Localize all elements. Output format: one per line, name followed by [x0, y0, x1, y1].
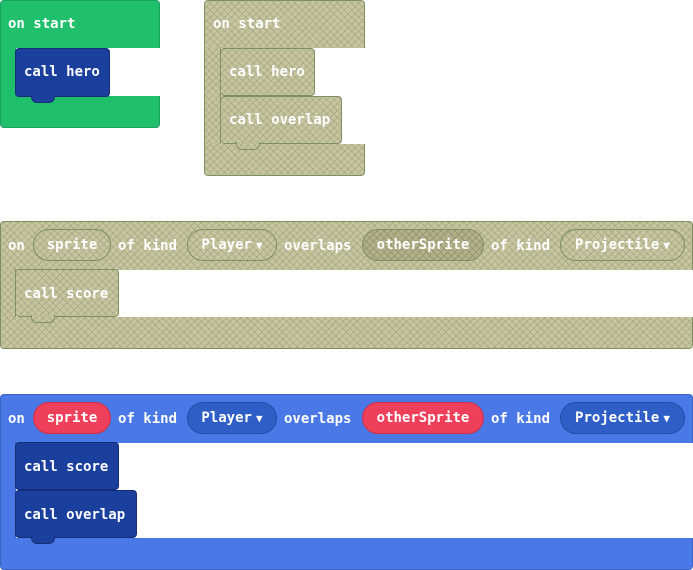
- other-sprite-label: otherSprite: [376, 237, 470, 253]
- overlap-footer: [0, 317, 693, 349]
- other-sprite-variable[interactable]: otherSprite: [362, 229, 484, 261]
- on-start-label: on start: [8, 16, 76, 32]
- call-hero-block[interactable]: [220, 48, 315, 96]
- sprite-variable-label: sprite: [46, 237, 98, 253]
- overlap-footer: [0, 538, 693, 570]
- call-hero-block[interactable]: [15, 48, 110, 97]
- of-kind-label: of kind: [491, 411, 551, 427]
- call-score-label: call score: [24, 459, 109, 475]
- caret-down-icon: ▼: [255, 239, 263, 252]
- overlaps-label: overlaps: [284, 411, 352, 427]
- kind-dropdown-player[interactable]: Player▼: [187, 229, 277, 261]
- kind-dropdown-label: Projectile: [575, 410, 660, 426]
- other-sprite-variable[interactable]: otherSprite: [362, 402, 484, 434]
- overlaps-label: overlaps: [284, 238, 352, 254]
- on-start-header[interactable]: [204, 0, 365, 48]
- overlap-side: [0, 442, 16, 540]
- of-kind-label: of kind: [491, 238, 551, 254]
- sprite-variable-label: sprite: [46, 410, 98, 426]
- on-start-footer: [0, 96, 160, 128]
- call-overlap-block[interactable]: [220, 96, 342, 144]
- call-score-block[interactable]: [15, 442, 119, 490]
- call-hero-label: call hero: [229, 64, 305, 80]
- on-start-side: [0, 47, 16, 99]
- on-start-label: on start: [213, 16, 281, 32]
- of-kind-label: of kind: [118, 411, 178, 427]
- caret-down-icon: ▼: [255, 412, 263, 425]
- kind-dropdown-projectile[interactable]: Projectile▼: [560, 402, 685, 434]
- on-label: on: [8, 411, 25, 427]
- call-overlap-label: call overlap: [229, 112, 331, 128]
- call-overlap-label: call overlap: [24, 507, 126, 523]
- caret-down-icon: ▼: [663, 239, 670, 252]
- call-score-label: call score: [24, 286, 109, 302]
- call-overlap-block[interactable]: [15, 490, 137, 538]
- sprite-variable[interactable]: sprite: [33, 229, 111, 261]
- on-start-footer: [204, 144, 365, 176]
- caret-down-icon: ▼: [663, 412, 670, 425]
- on-label: on: [8, 238, 25, 254]
- call-hero-notch: [31, 95, 55, 103]
- of-kind-label: of kind: [118, 238, 178, 254]
- call-score-block[interactable]: [15, 269, 119, 317]
- on-start-header[interactable]: [0, 0, 160, 48]
- call-overlap-notch: [31, 536, 55, 544]
- call-hero-label: call hero: [24, 64, 100, 80]
- kind-dropdown-label: Player: [201, 237, 252, 253]
- kind-dropdown-player[interactable]: Player▼: [187, 402, 277, 434]
- other-sprite-label: otherSprite: [376, 410, 470, 426]
- overlap-side: [0, 269, 16, 319]
- call-overlap-notch: [236, 142, 260, 150]
- on-start-side: [204, 47, 221, 145]
- kind-dropdown-projectile[interactable]: Projectile▼: [560, 229, 685, 261]
- kind-dropdown-label: Projectile: [575, 237, 660, 253]
- kind-dropdown-label: Player: [201, 410, 252, 426]
- call-score-notch: [31, 315, 55, 323]
- sprite-variable[interactable]: sprite: [33, 402, 111, 434]
